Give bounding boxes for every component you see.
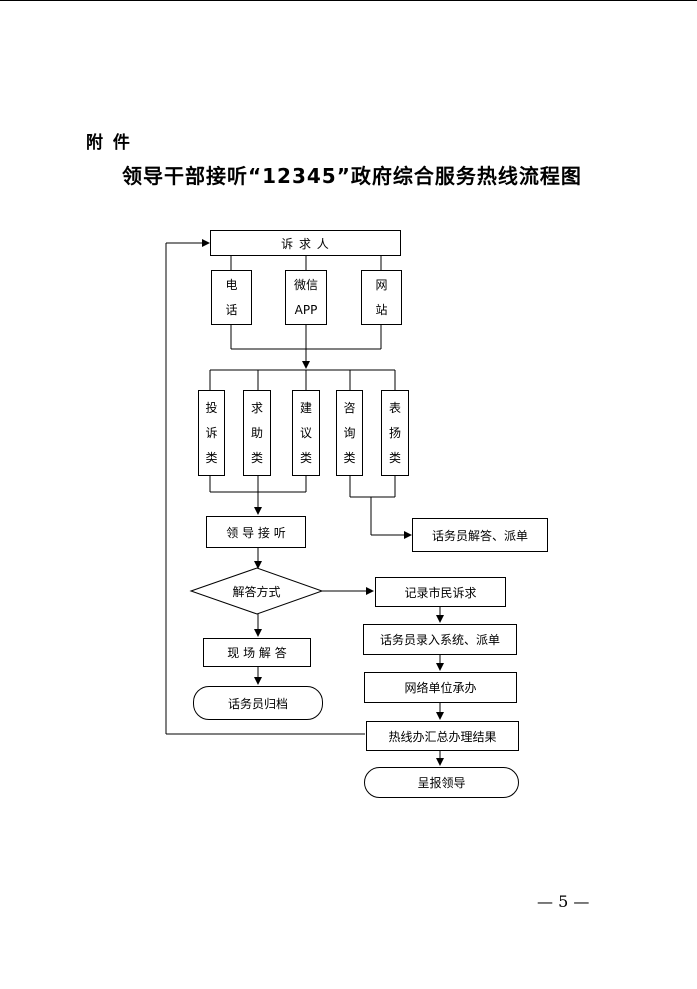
report-leader-box: 呈报领导 (364, 767, 519, 798)
category-char: 扬 (388, 425, 401, 440)
category-char: 类 (299, 450, 312, 465)
document-title: 领导干部接听“12345”政府综合服务热线流程图 (122, 164, 582, 188)
channel-label-line: 网 (375, 277, 388, 292)
category-char: 求 (250, 400, 263, 415)
category-praise-box: 表 扬 类 (381, 390, 409, 476)
page-number: — 5 — (537, 892, 590, 911)
network-unit-box: 网络单位承办 (364, 672, 517, 703)
category-char: 表 (388, 400, 401, 415)
category-char: 类 (343, 450, 356, 465)
complainant-box: 诉 求 人 (210, 230, 401, 256)
category-char: 类 (250, 450, 263, 465)
onsite-answer-box: 现 场 解 答 (203, 638, 311, 667)
category-char: 议 (299, 425, 312, 440)
channel-wechat-app-box: 微信 APP (285, 270, 327, 325)
category-char: 类 (205, 450, 218, 465)
channel-website-box: 网 站 (361, 270, 402, 325)
category-help-box: 求 助 类 (243, 390, 271, 476)
category-char: 咨 (343, 400, 356, 415)
channel-label-line: 话 (225, 302, 238, 317)
category-consult-box: 咨 询 类 (336, 390, 363, 476)
hotline-summary-box: 热线办汇总办理结果 (366, 721, 519, 751)
answer-method-diamond (189, 567, 324, 615)
category-char: 助 (250, 425, 263, 440)
category-char: 建 (299, 400, 312, 415)
category-char: 类 (388, 450, 401, 465)
channel-phone-box: 电 话 (211, 270, 252, 325)
attachment-label: 附 件 (86, 133, 132, 153)
channel-label-line: 站 (375, 302, 388, 317)
channel-label-line: 微信 (293, 277, 318, 292)
operator-dispatch-box: 话务员解答、派单 (412, 518, 548, 552)
channel-label-line: APP (294, 302, 318, 317)
channel-label-line: 电 (225, 277, 238, 292)
operator-entry-box: 话务员录入系统、派单 (363, 624, 517, 655)
category-char: 投 (205, 400, 218, 415)
answer-method-label: 解答方式 (232, 584, 281, 599)
category-char: 诉 (205, 425, 218, 440)
category-complaint-box: 投 诉 类 (198, 390, 225, 476)
page-top-rule (0, 0, 697, 1)
category-suggestion-box: 建 议 类 (292, 390, 320, 476)
operator-archive-box: 话务员归档 (193, 686, 323, 720)
leader-answer-box: 领 导 接 听 (206, 516, 306, 548)
category-char: 询 (343, 425, 356, 440)
record-appeal-box: 记录市民诉求 (375, 577, 506, 607)
